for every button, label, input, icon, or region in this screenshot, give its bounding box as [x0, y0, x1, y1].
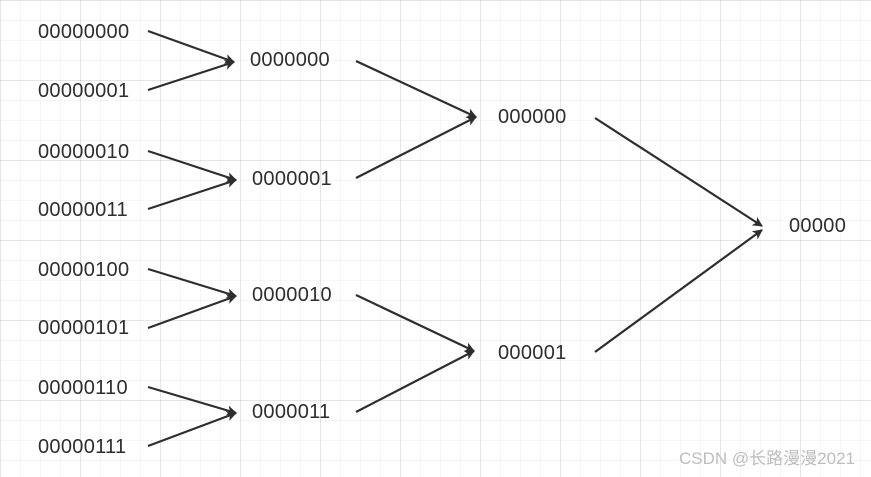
level1-node-0: 0000000 [250, 49, 330, 71]
arrow-l1n0-to-l2n0 [355, 60, 477, 118]
arrow-leaf6-to-l1n3 [147, 385, 237, 416]
leaf-node-3: 00000011 [38, 199, 128, 221]
level2-node-1: 000001 [498, 342, 567, 364]
arrow-leaf0-to-l1n0 [147, 29, 235, 64]
arrow-l1n3-to-l2n1 [355, 350, 475, 413]
root-node: 00000 [789, 215, 847, 237]
level2-node-0: 000000 [498, 106, 567, 128]
leaf-node-6: 00000110 [38, 377, 128, 399]
watermark-text: CSDN @长路漫漫2021 [679, 449, 855, 468]
arrow-leaf3-to-l1n1 [147, 178, 237, 211]
arrow-l1n2-to-l2n1 [355, 294, 475, 352]
leaf-node-0: 00000000 [38, 21, 130, 43]
arrow-leaf2-to-l1n1 [147, 149, 237, 182]
leaf-node-4: 00000100 [38, 259, 130, 281]
arrow-l1n1-to-l2n0 [355, 116, 477, 179]
arrow-l2n0-to-root [594, 117, 763, 227]
level1-node-2: 0000010 [252, 284, 332, 306]
leaf-node-1: 00000001 [38, 80, 130, 102]
leaf-node-5: 00000101 [38, 317, 130, 339]
arrow-l2n1-to-root [594, 229, 763, 353]
level1-node-1: 0000001 [252, 168, 332, 190]
arrow-leaf1-to-l1n0 [147, 60, 235, 92]
leaf-node-2: 00000010 [38, 141, 130, 163]
arrow-leaf7-to-l1n3 [147, 411, 237, 448]
arrow-leaf5-to-l1n2 [147, 294, 237, 330]
level1-node-3: 0000011 [252, 401, 331, 423]
arrow-leaf4-to-l1n2 [147, 267, 237, 299]
leaf-node-7: 00000111 [38, 436, 127, 458]
